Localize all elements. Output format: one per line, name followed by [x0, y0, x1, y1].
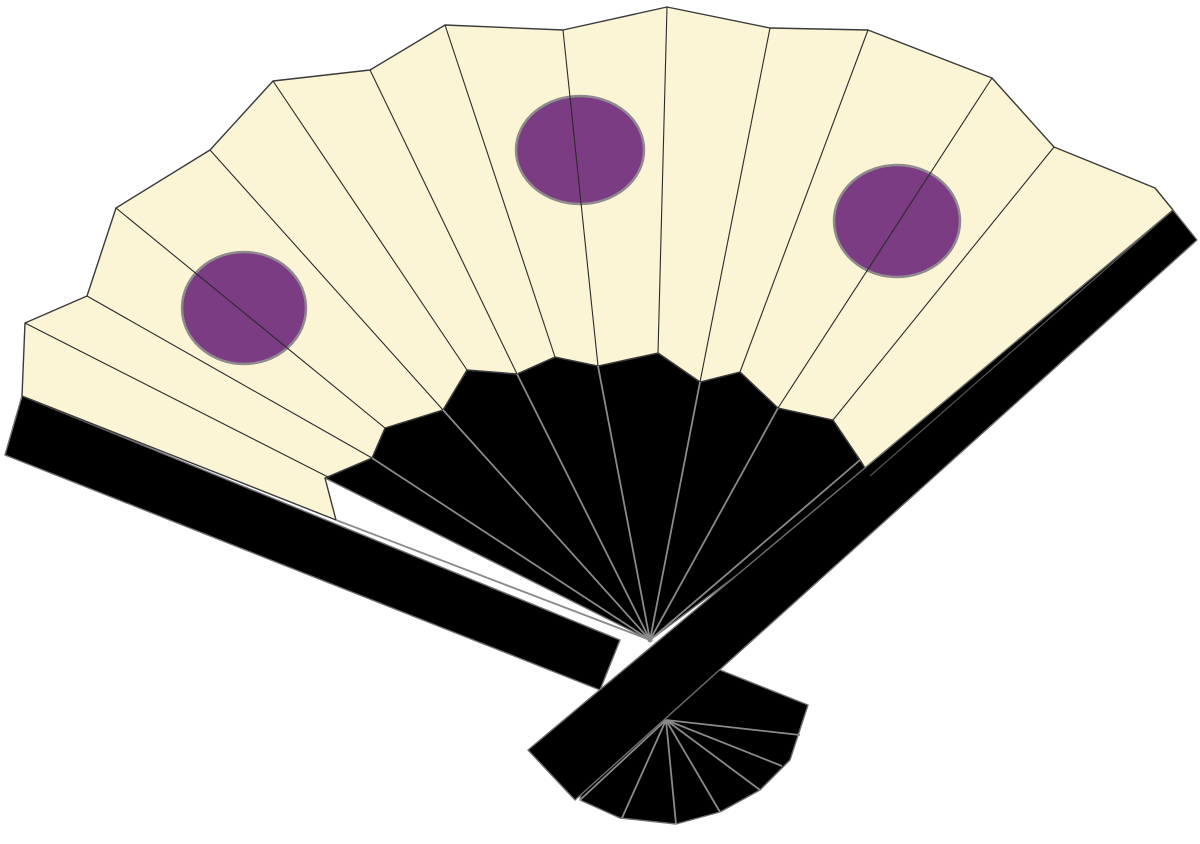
- hinge-ribs: [579, 719, 801, 825]
- front-stick-edge: [869, 209, 1174, 477]
- fan-ribs: [335, 365, 861, 641]
- pivot-rivet: [647, 637, 653, 643]
- dot-right: [832, 163, 962, 279]
- dot-center: [514, 94, 646, 206]
- dot-left: [180, 250, 308, 366]
- dot-pattern: [180, 94, 962, 366]
- paper-fold-lines: [24, 6, 1055, 479]
- front-guard-stick: [527, 209, 1198, 801]
